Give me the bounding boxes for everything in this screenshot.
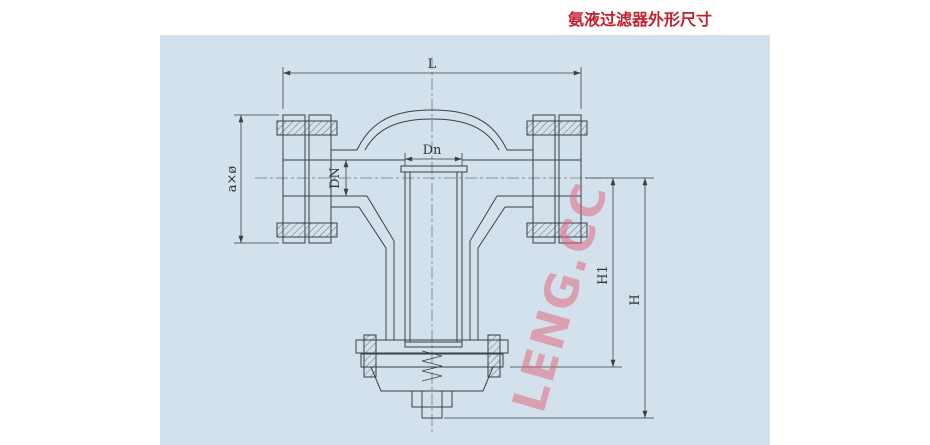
left-flange [276, 114, 338, 244]
dim-label-h1: H1 [596, 265, 611, 285]
centerlines [255, 57, 608, 433]
spring [421, 350, 443, 382]
filter-housing [358, 195, 506, 340]
filter-screen [400, 165, 468, 348]
right-flange [526, 114, 588, 244]
page-title: 氨液过滤器外形尺寸 [568, 10, 713, 29]
dimension-lines [234, 67, 654, 419]
dim-label-dn: Dn [423, 143, 442, 158]
filter-outline-drawing: L a×ø Dn DN H1 H [225, 57, 654, 433]
drawing-panel: L a×ø Dn DN H1 H LENG.CC [160, 35, 770, 445]
dim-label-h: H [628, 294, 643, 305]
dome-cover [356, 109, 508, 151]
bottom-cap-assembly [355, 334, 509, 419]
dim-label-length: L [428, 57, 437, 72]
dim-label-nominal-bore: DN [328, 167, 343, 189]
dimension-labels: L a×ø Dn DN H1 H [225, 57, 643, 306]
dim-label-bolt-holes: a×ø [225, 166, 240, 193]
